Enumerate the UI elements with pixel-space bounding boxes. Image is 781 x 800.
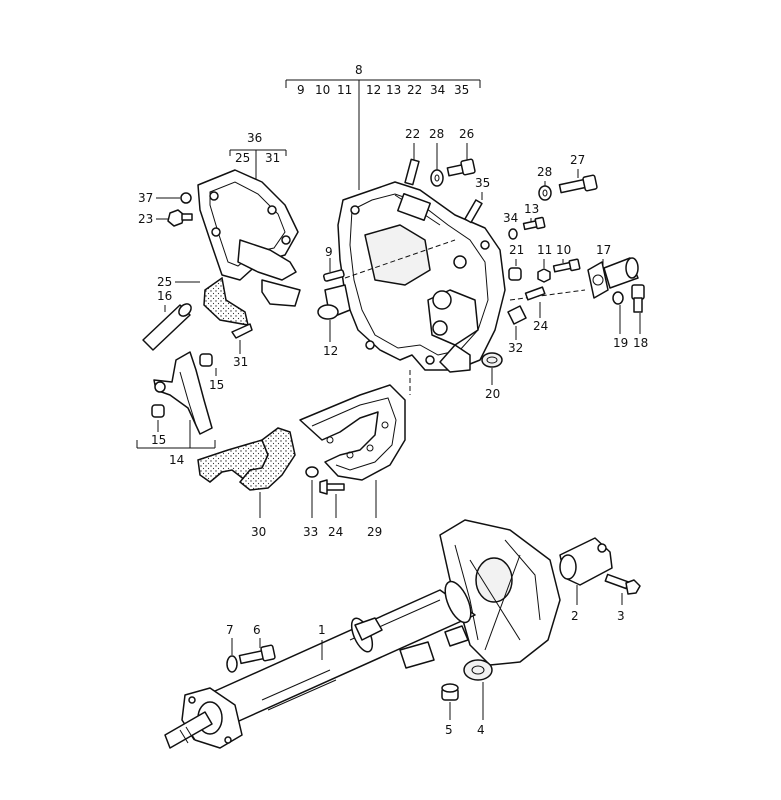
- label-9: 9: [325, 245, 333, 259]
- label-37: 37: [138, 191, 153, 205]
- grommet-20: 20: [481, 352, 503, 401]
- label-20: 20: [485, 387, 500, 401]
- bolt-24-bottom: 24: [319, 479, 345, 539]
- label-28b: 28: [537, 165, 552, 179]
- cover-30: 30: [197, 427, 296, 539]
- label-23: 23: [138, 212, 153, 226]
- label-8-sub-1: 9: [297, 83, 305, 97]
- label-16: 16: [157, 289, 172, 303]
- nut-11: 11: [537, 243, 552, 283]
- release-fork-14: [151, 351, 213, 435]
- part-37: 37: [138, 191, 192, 205]
- label-30: 30: [251, 525, 266, 539]
- stud-9: 9: [323, 245, 345, 282]
- part-32: 32: [507, 305, 527, 355]
- slave-cylinder-17: 17: [587, 243, 639, 299]
- label-32: 32: [508, 341, 523, 355]
- washer-7: 7: [226, 623, 238, 673]
- label-22: 22: [405, 127, 420, 141]
- label-19: 19: [613, 336, 628, 350]
- label-35: 35: [475, 176, 490, 190]
- clutch-housing: [337, 181, 506, 373]
- label-11: 11: [537, 243, 552, 257]
- mount-2: 2: [559, 537, 613, 623]
- part-34: 34: [503, 211, 518, 240]
- label-8-sub-3: 11: [337, 83, 352, 97]
- label-15a: 15: [209, 378, 224, 392]
- washer-28-top: 28: [429, 127, 444, 187]
- stud-35: 35: [464, 176, 490, 224]
- guide-sleeve-12: 12: [317, 284, 351, 358]
- label-29: 29: [367, 525, 382, 539]
- label-2: 2: [571, 609, 579, 623]
- label-8-sub-8: 35: [454, 83, 469, 97]
- label-1: 1: [318, 623, 326, 637]
- release-housing: [197, 169, 301, 307]
- label-27: 27: [570, 153, 585, 167]
- label-12: 12: [323, 344, 338, 358]
- pad-25: 25: [157, 275, 249, 326]
- label-15b: 15: [151, 433, 166, 447]
- bolt-3: 3: [604, 573, 641, 623]
- label-8-sub-6: 22: [407, 83, 422, 97]
- seal-4: 4: [463, 659, 493, 737]
- label-10: 10: [556, 243, 571, 257]
- label-8-sub-7: 34: [430, 83, 445, 97]
- label-25: 25: [157, 275, 172, 289]
- plug-5: 5: [441, 683, 459, 737]
- bolt-13: 13: [522, 202, 546, 231]
- bracket-36: 36 25 31: [229, 131, 287, 195]
- bolt-6: 6: [238, 623, 276, 665]
- label-8-sub-4: 12: [366, 83, 381, 97]
- label-3: 3: [617, 609, 625, 623]
- label-33: 33: [303, 525, 318, 539]
- label-7: 7: [226, 623, 234, 637]
- label-18: 18: [633, 336, 648, 350]
- transaxle-tube-1: 1: [164, 519, 561, 749]
- label-14: 14: [169, 453, 184, 467]
- label-6: 6: [253, 623, 261, 637]
- label-24a: 24: [533, 319, 548, 333]
- label-28a: 28: [429, 127, 444, 141]
- bolt-27: 27: [558, 153, 598, 194]
- label-36-sub-2: 31: [265, 151, 280, 165]
- bolt-24-right: 24: [524, 286, 548, 333]
- pin-16: 16: [142, 289, 192, 351]
- stud-22: 22: [404, 127, 420, 186]
- label-36: 36: [247, 131, 262, 145]
- bolt-23: 23: [138, 209, 193, 227]
- bolt-26: 26: [446, 127, 476, 177]
- clip-31: 31: [231, 323, 253, 369]
- label-17: 17: [596, 243, 611, 257]
- bolt-10: 10: [552, 243, 581, 273]
- bolt-18: 18: [631, 284, 648, 350]
- label-24b: 24: [328, 525, 343, 539]
- label-34: 34: [503, 211, 518, 225]
- label-4: 4: [477, 723, 485, 737]
- label-8-sub-2: 10: [315, 83, 330, 97]
- shield-29: 29: [299, 384, 406, 539]
- label-31: 31: [233, 355, 248, 369]
- washer-19: 19: [612, 291, 628, 350]
- plug-33: 33: [303, 466, 319, 539]
- label-8-sub-5: 13: [386, 83, 401, 97]
- axis-line-17: [509, 289, 586, 301]
- label-13: 13: [524, 202, 539, 216]
- label-36-sub-1: 25: [235, 151, 250, 165]
- bracket-14: 15 14: [136, 420, 216, 467]
- part-21: 21: [508, 243, 524, 281]
- label-5: 5: [445, 723, 453, 737]
- bracket-8: 8 9 10 11 12 13 22 34 35: [285, 63, 481, 190]
- axis-line-9: [344, 239, 456, 279]
- label-21: 21: [509, 243, 524, 257]
- label-8: 8: [355, 63, 363, 77]
- label-26: 26: [459, 127, 474, 141]
- washer-28-right: 28: [537, 165, 552, 201]
- bushing-15-upper: 15: [199, 353, 224, 392]
